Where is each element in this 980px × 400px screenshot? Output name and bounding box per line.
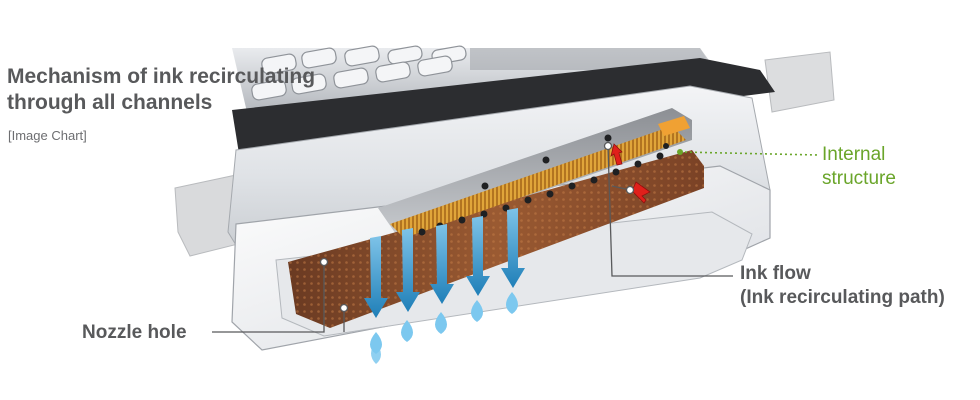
leader-lines xyxy=(212,141,819,333)
channel-holes xyxy=(418,134,669,236)
title-line-1: Mechanism of ink recirculating xyxy=(7,65,316,88)
downward-ink-arrow-icon xyxy=(364,208,525,318)
nozzle-hole-label: Nozzle hole xyxy=(82,322,187,343)
ink-flow-line-1: Ink flow xyxy=(740,263,811,284)
right-mounting-flange xyxy=(764,51,835,113)
internal-structure-line-2: structure xyxy=(822,168,896,189)
internal-structure-label: Internal structure xyxy=(822,143,896,191)
ink-flow-line-2: (Ink recirculating path) xyxy=(740,287,945,308)
ink-flow-label: Ink flow (Ink recirculating path) xyxy=(740,262,945,310)
ink-droplet-icon xyxy=(370,292,518,364)
internal-structure-line-1: Internal xyxy=(822,144,886,165)
diagram-title: Mechanism of ink recirculating through a… xyxy=(7,64,387,116)
title-line-2: through all channels xyxy=(7,91,213,114)
image-chart-caption: [Image Chart] xyxy=(8,128,87,143)
